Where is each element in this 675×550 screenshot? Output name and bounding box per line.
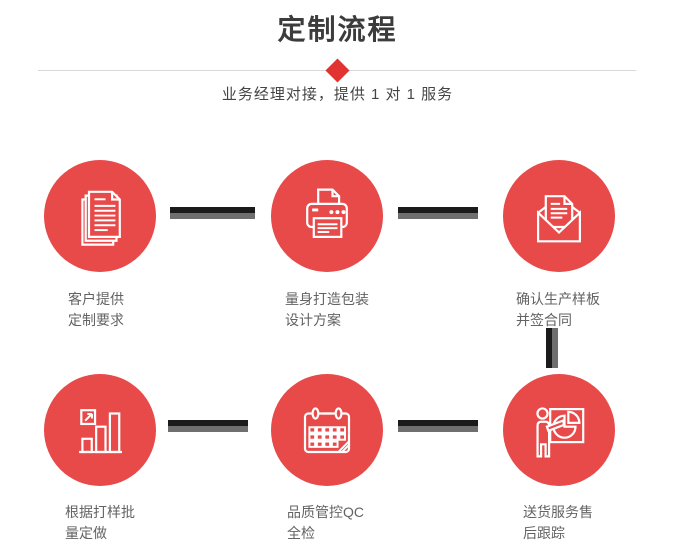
step-4-label-line1: 根据打样批: [65, 504, 135, 520]
step-5-label-line1: 品质管控QC: [287, 504, 364, 520]
step-1-label-line2: 定制要求: [68, 312, 124, 328]
step-2-circle: [271, 160, 383, 272]
bar-chart-icon: [79, 409, 122, 454]
step-1-circle: [44, 160, 156, 272]
step-3-label-line1: 确认生产样板: [516, 291, 600, 307]
connector-step4-step5: [168, 420, 248, 432]
connector-step1-step2: [170, 207, 255, 219]
connector-step5-step6: [398, 420, 478, 432]
step-4-label-line2: 量定做: [65, 525, 107, 541]
step-6-circle: [503, 374, 615, 486]
subtitle: 业务经理对接，提供 1 对 1 服务: [221, 86, 454, 103]
documents-icon: [81, 190, 121, 246]
step-3-label: 确认生产样板 并签合同: [516, 289, 600, 331]
envelope-icon: [537, 195, 581, 243]
step-1-label-line1: 客户提供: [68, 291, 124, 307]
connector-step3-step6: [546, 328, 558, 368]
step-6-label: 送货服务售 后跟踪: [523, 502, 593, 544]
step-1-label: 客户提供 定制要求: [68, 289, 124, 331]
step-3-circle: [503, 160, 615, 272]
step-4-label: 根据打样批 量定做: [65, 502, 135, 544]
step-4-circle: [44, 374, 156, 486]
step-2-label: 量身打造包装 设计方案: [285, 289, 369, 331]
page-title: 定制流程: [277, 14, 398, 45]
presentation-icon: [536, 407, 585, 458]
step-5-label: 品质管控QC 全检: [287, 502, 364, 544]
divider-line: [38, 58, 636, 83]
step-6-label-line1: 送货服务售: [523, 504, 593, 520]
step-2-label-line2: 设计方案: [285, 312, 341, 328]
step-2-label-line1: 量身打造包装: [285, 291, 369, 307]
step-5-label-line2: 全检: [287, 525, 315, 541]
step-6-label-line2: 后跟踪: [523, 525, 565, 541]
calendar-icon: [303, 407, 351, 454]
connector-step2-step3: [398, 207, 478, 219]
step-5-circle: [271, 374, 383, 486]
diamond-icon: [324, 58, 350, 83]
step-3-label-line2: 并签合同: [516, 312, 572, 328]
printer-icon: [306, 188, 348, 238]
